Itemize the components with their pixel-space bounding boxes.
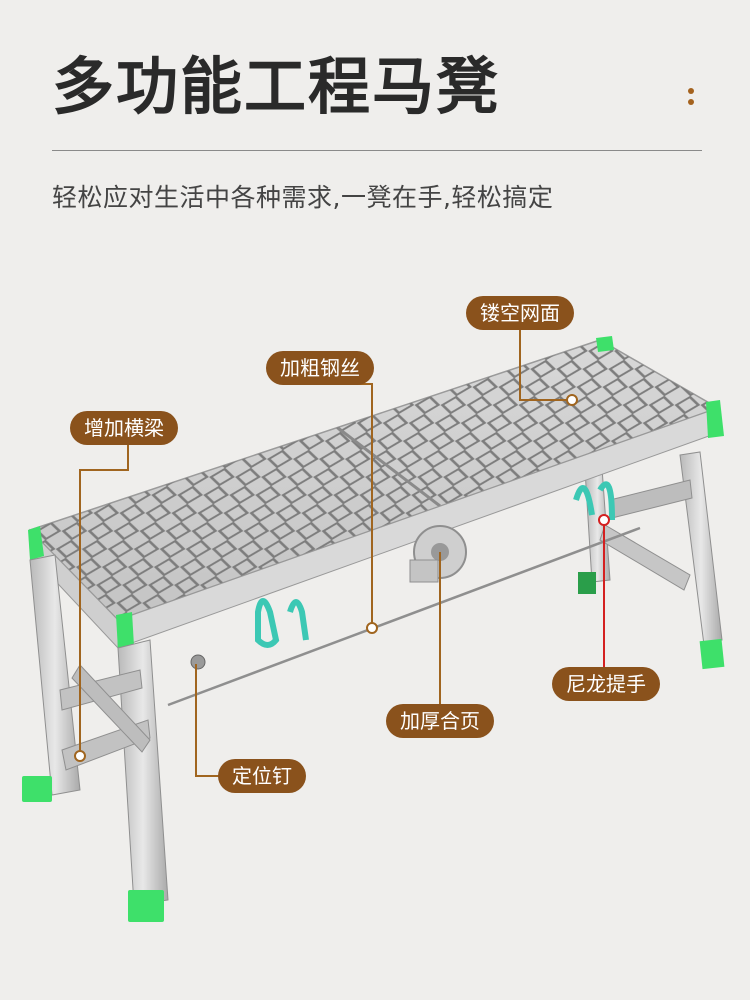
more-dots-icon [688, 88, 694, 110]
callout-mesh: 镂空网面 [466, 296, 574, 330]
page-subtitle: 轻松应对生活中各种需求,一凳在手,轻松搞定 [52, 183, 554, 212]
callout-handle: 尼龙提手 [552, 667, 660, 701]
title-divider [52, 150, 702, 151]
callout-beam: 增加横梁 [70, 411, 178, 445]
callout-hinge: 加厚合页 [386, 704, 494, 738]
callout-pin: 定位钉 [218, 759, 306, 793]
page-title: 多功能工程马凳 [52, 50, 501, 123]
callout-wire: 加粗钢丝 [266, 351, 374, 385]
